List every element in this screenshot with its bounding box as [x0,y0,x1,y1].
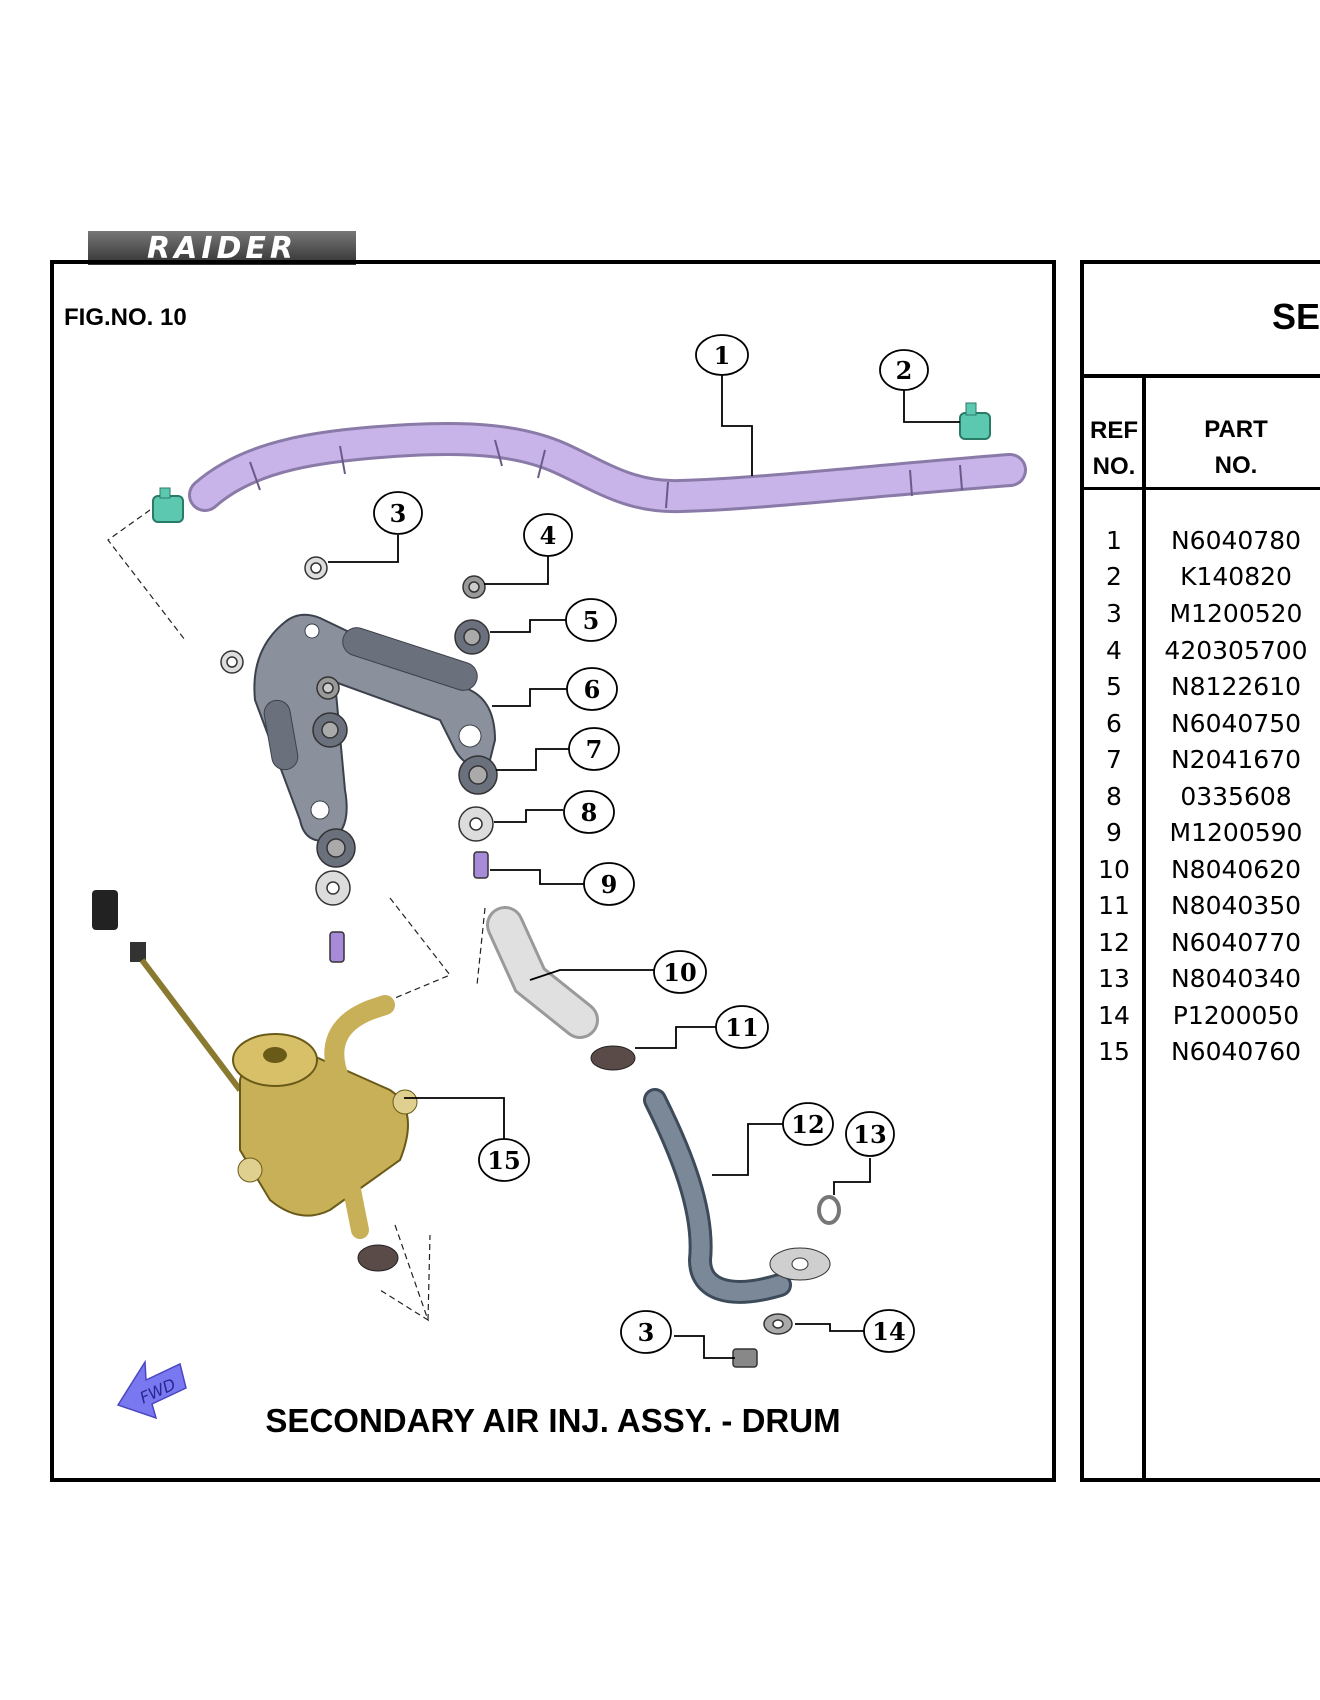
part-no: N8040350 [1170,891,1302,920]
part-no: M1200590 [1169,818,1303,847]
svg-text:6: 6 [584,675,601,704]
figure-caption: SECONDARY AIR INJ. ASSY. - DRUM [265,1402,841,1439]
ref-no: 1 [1106,526,1122,555]
callout-12: 12 [782,1102,834,1146]
ref-no: 9 [1106,818,1122,847]
ref-no: 12 [1098,928,1130,957]
mounting-bracket [253,613,497,842]
ref-no: 15 [1098,1037,1130,1066]
fastener-set [220,556,841,1368]
svg-text:5: 5 [583,606,600,635]
part-no: 420305700 [1164,636,1308,665]
part-no: N8040620 [1170,855,1302,884]
table-divider-header [1084,487,1320,490]
svg-text:3: 3 [638,1318,655,1347]
ref-no: 13 [1098,964,1130,993]
header-ref-line1: REF [1090,417,1138,444]
header-part-line2: NO. [1214,452,1258,479]
header-part-line1: PART [1204,416,1268,443]
part-no: N6040750 [1170,709,1302,738]
parts-table-frame [1080,260,1320,1482]
logo-text: RAIDER [147,231,297,265]
callout-9: 9 [583,862,635,906]
table-divider-top [1084,374,1320,378]
figure-number: FIG.NO. 10 [64,304,187,331]
svg-text:14: 14 [872,1317,905,1346]
ref-no: 7 [1106,745,1122,774]
hose-clamp [357,1045,636,1272]
callout-6: 6 [566,667,618,711]
ref-no: 2 [1106,562,1122,591]
callout-8: 8 [563,790,615,834]
svg-text:8: 8 [581,798,598,827]
svg-text:12: 12 [791,1110,824,1139]
part-no: P1200050 [1172,1001,1300,1030]
air-injection-valve [92,890,418,1239]
part-no: N6040770 [1170,928,1302,957]
hose-clip-left [152,487,184,523]
table-title: SE [1272,296,1320,337]
rubber-hose-part [486,906,599,1039]
callout-2: 2 [879,349,929,391]
callout-1: 1 [695,334,749,376]
part-no: N6040780 [1170,526,1302,555]
callout-11: 11 [715,1005,769,1049]
callout-4: 4 [523,513,573,557]
callout-14: 14 [863,1309,915,1353]
forward-direction-arrow: FWD [116,1359,187,1420]
callout-5: 5 [565,598,617,642]
part-no: N8040340 [1170,964,1302,993]
svg-text:4: 4 [540,521,557,550]
exploded-diagram: FWD 1 2 3 4 5 6 7 8 9 10 11 12 13 3 14 [92,334,1027,1420]
svg-text:7: 7 [586,735,603,764]
leader-lines [328,374,960,1359]
callout-15: 15 [478,1138,530,1182]
ref-no: 5 [1106,672,1122,701]
metal-pipe-part [643,1088,831,1304]
header-ref-line2: NO. [1092,453,1136,480]
part-no: M1200520 [1169,599,1303,628]
callout-10: 10 [653,950,707,994]
ref-no: 8 [1106,782,1122,811]
air-hose-part [188,421,1027,514]
part-no: N8122610 [1170,672,1302,701]
svg-text:13: 13 [853,1120,886,1149]
part-no: N2041670 [1170,745,1302,774]
figure-frame [50,260,1056,1482]
ref-no: 4 [1106,636,1122,665]
callout-3-lower: 3 [620,1310,672,1354]
callout-3: 3 [373,491,423,535]
svg-text:2: 2 [896,356,913,385]
svg-text:1: 1 [714,341,731,370]
svg-text:3: 3 [390,499,407,528]
part-no: N6040760 [1170,1037,1302,1066]
svg-text:9: 9 [601,870,618,899]
ref-no: 10 [1098,855,1130,884]
ref-no: 6 [1106,709,1122,738]
ref-no: 11 [1098,891,1130,920]
svg-text:10: 10 [663,958,696,987]
part-no: K140820 [1180,562,1292,591]
ref-no: 3 [1106,599,1122,628]
svg-text:15: 15 [487,1146,520,1175]
callout-13: 13 [845,1111,895,1157]
part-no: 0335608 [1180,782,1292,811]
svg-text:11: 11 [725,1013,758,1042]
hose-clip-right [959,402,991,440]
table-column-divider [1142,376,1146,1482]
raider-logo: RAIDER [88,231,356,265]
ref-no: 14 [1098,1001,1130,1030]
callout-7: 7 [568,727,620,771]
